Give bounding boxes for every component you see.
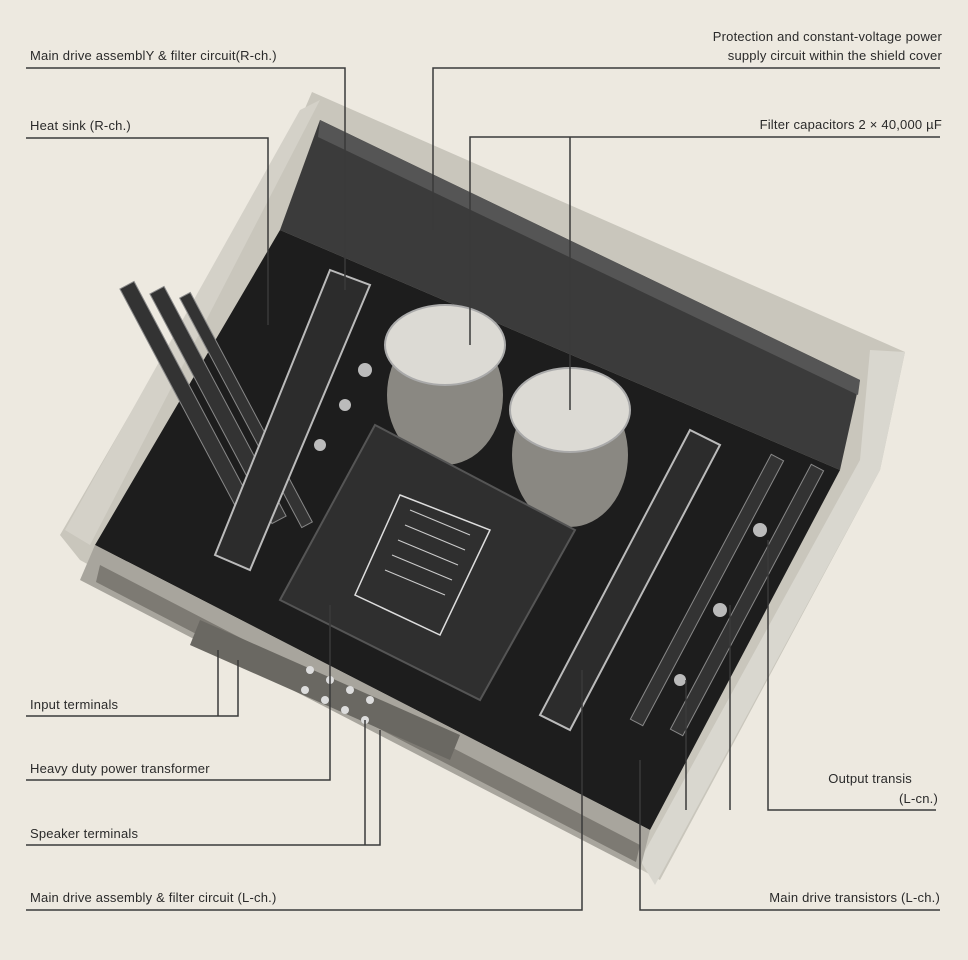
label-output-transistors-line1: Output transis — [828, 771, 912, 786]
label-output-transistors-line2: (L-cn.) — [899, 791, 938, 806]
label-heat-sink-r: Heat sink (R-ch.) — [30, 118, 131, 133]
filter-capacitors — [384, 304, 631, 527]
label-input-terminals: Input terminals — [30, 697, 119, 712]
label-protection-line1: Protection and constant-voltage power — [712, 29, 942, 44]
label-main-drive-r: Main drive assemblY & filter circuit(R-c… — [30, 48, 277, 63]
label-power-transformer: Heavy duty power transformer — [30, 761, 210, 776]
label-protection-line2: supply circuit within the shield cover — [727, 48, 942, 63]
power-transformer — [278, 423, 577, 702]
label-main-drive-l: Main drive assembly & filter circuit (L-… — [30, 890, 277, 905]
label-speaker-terminals: Speaker terminals — [30, 826, 139, 841]
label-drive-transistors-l: Main drive transistors (L-ch.) — [769, 890, 940, 905]
label-filter-capacitors: Filter capacitors 2 × 40,000 µF — [759, 117, 942, 132]
